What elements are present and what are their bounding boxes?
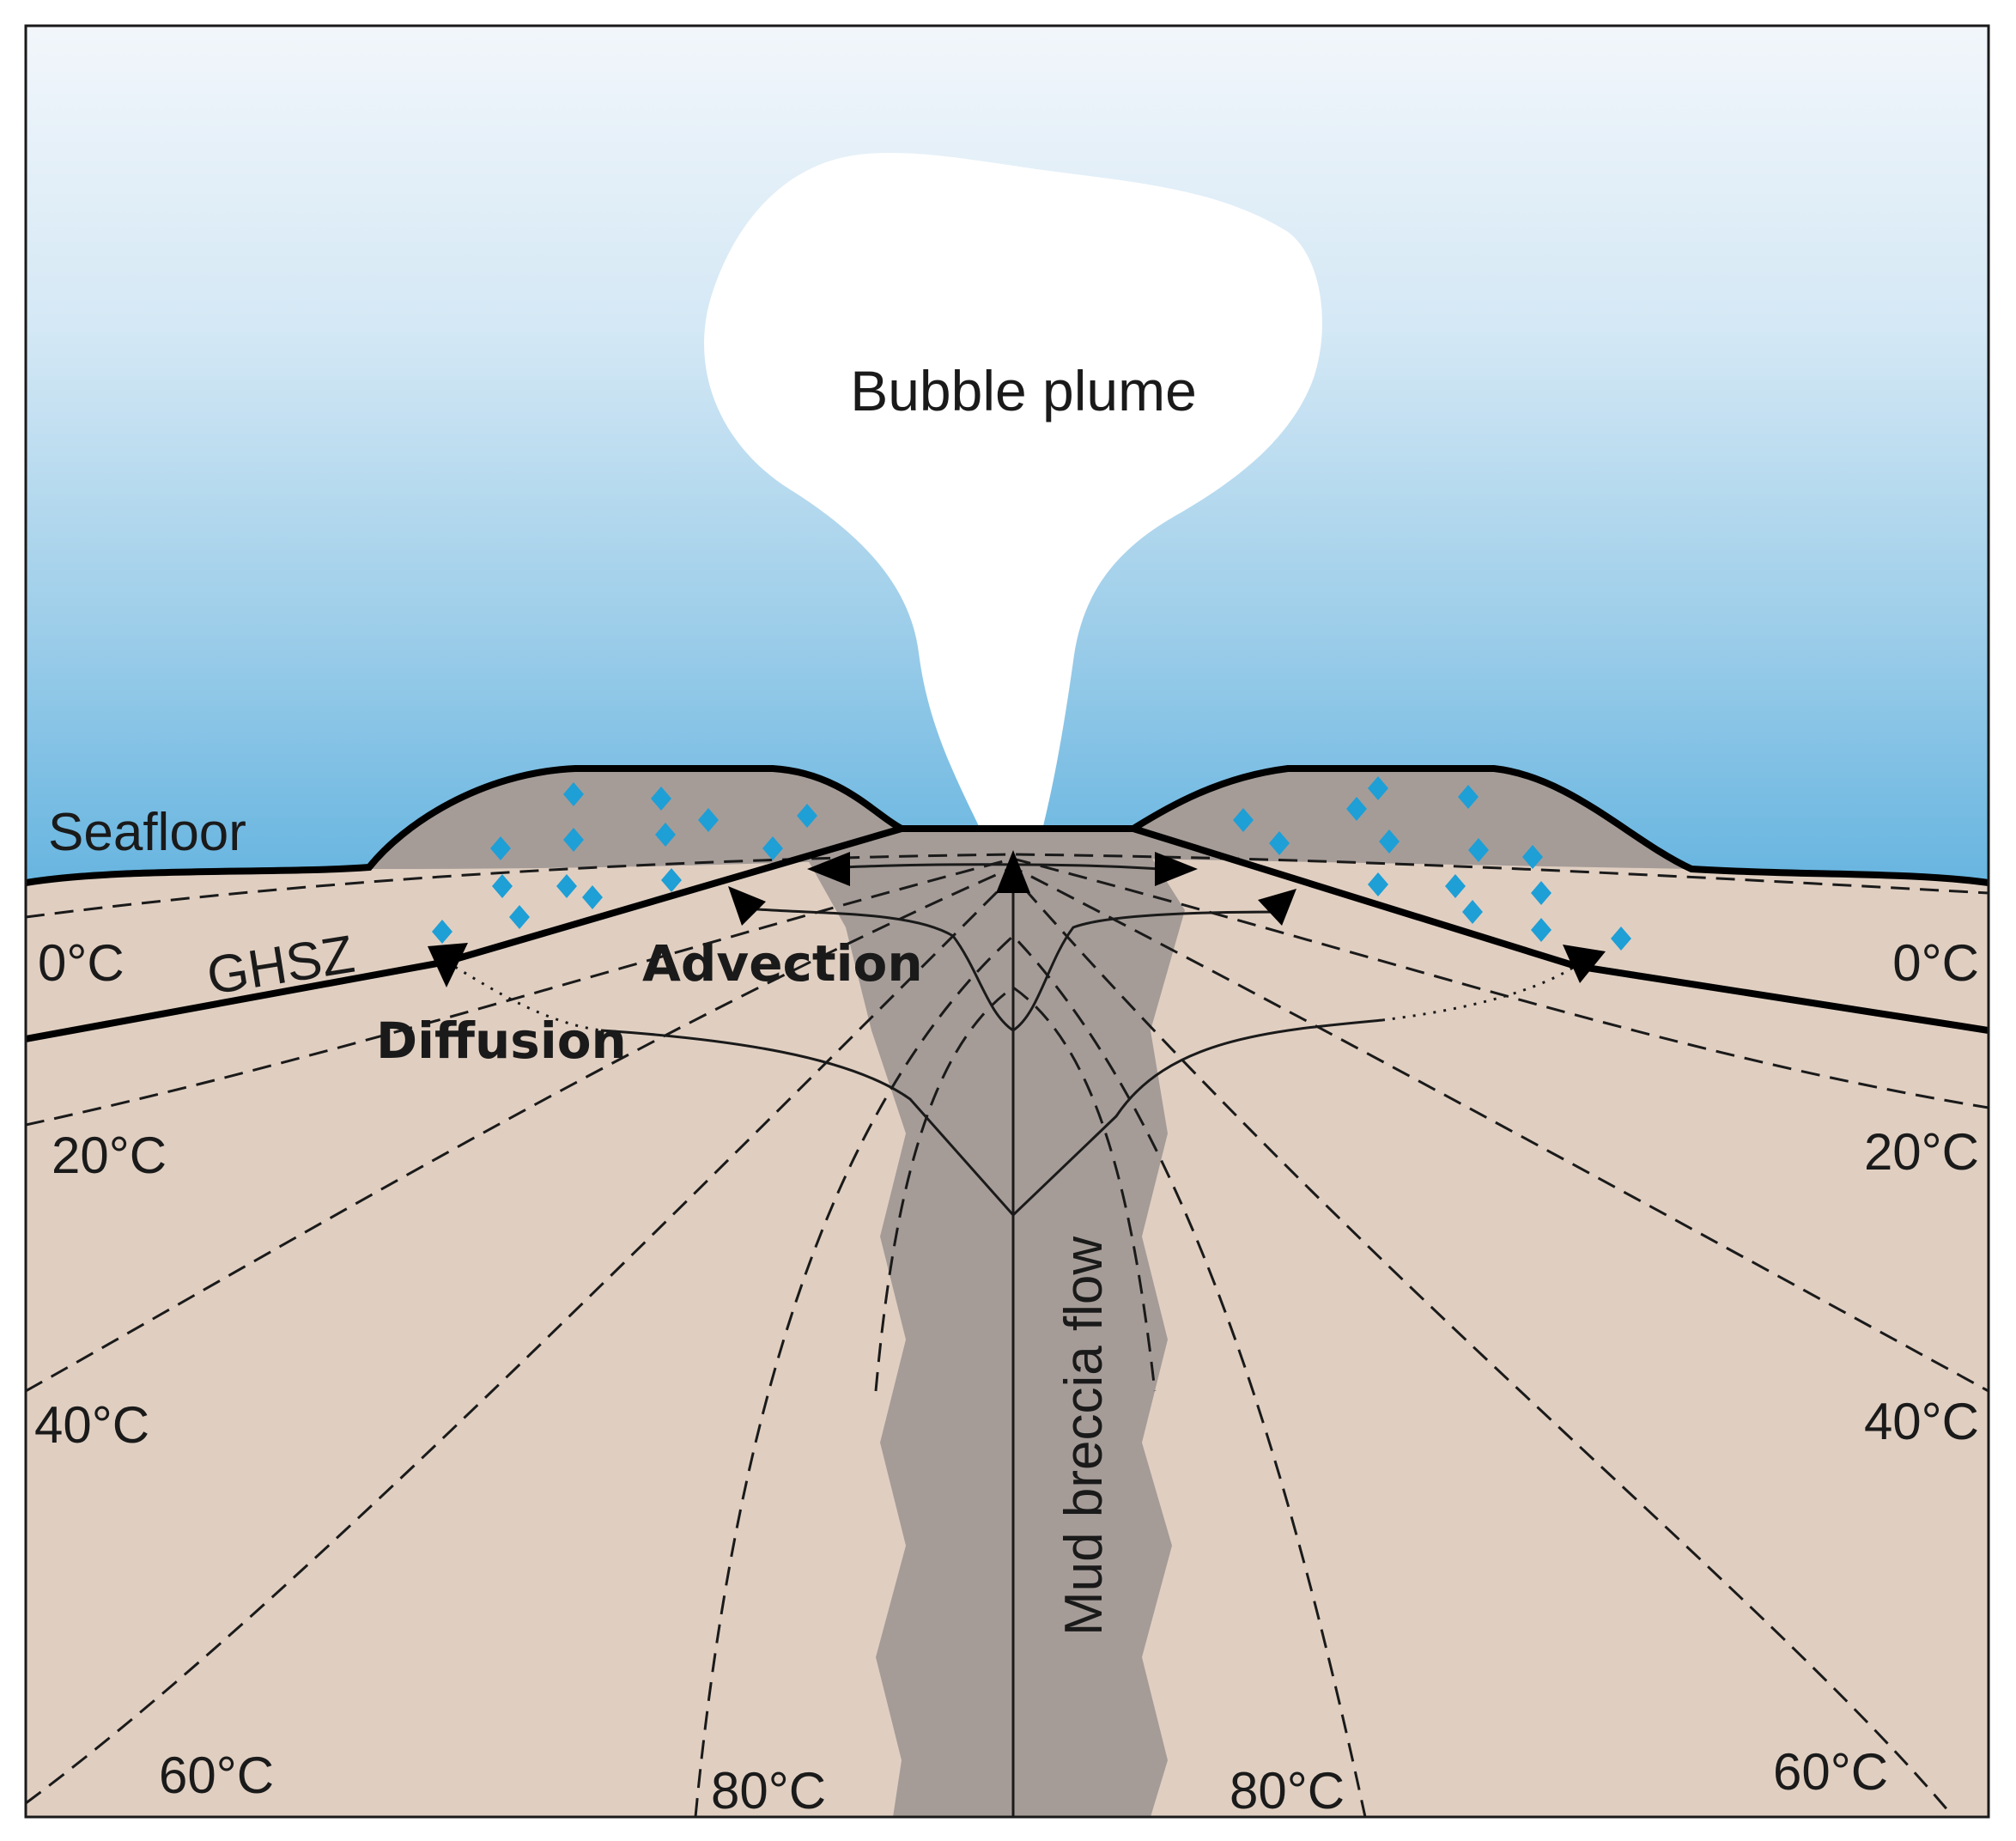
- flow-path-outer: [600, 1018, 1383, 1218]
- seafloor-line: [26, 765, 1989, 886]
- flow-path-top: [815, 863, 1160, 871]
- isotherm-label-0c-right: 0°C: [1892, 934, 1979, 992]
- bubble-plume-label: Bubble plume: [850, 359, 1197, 422]
- bubble-plume: [704, 153, 1322, 826]
- diffusion-label: Diffusion: [376, 1012, 627, 1070]
- mud-conduit: [807, 829, 1185, 1817]
- mud-breccia-flow-label: Mud breccia flow: [1054, 1236, 1114, 1636]
- arrow-left-inner: [728, 886, 766, 926]
- isotherm-label-0c-left: 0°C: [38, 934, 124, 992]
- arrow-left-ghsz: [428, 943, 468, 987]
- arrow-right-inner: [1258, 889, 1296, 926]
- isotherm-label-40c-left: 40°C: [34, 1396, 149, 1454]
- isotherm-label-80c-right: 80°C: [1230, 1762, 1345, 1820]
- isotherm-label-20c-left: 20°C: [52, 1127, 167, 1184]
- isotherm-label-60c-left: 60°C: [159, 1747, 274, 1804]
- isotherm-label-60c-right: 60°C: [1773, 1743, 1888, 1801]
- arrow-left-top: [807, 852, 850, 886]
- arrow-right-top: [1155, 852, 1198, 886]
- flow-path-inner: [746, 907, 1280, 1032]
- arrow-right-ghsz: [1563, 945, 1606, 983]
- isotherm-label-20c-right: 20°C: [1864, 1123, 1979, 1181]
- seafloor-label: Seafloor: [48, 803, 246, 862]
- advection-label: Advection: [642, 934, 923, 993]
- flow-arrowheads: [428, 850, 1606, 987]
- isotherm-label-80c-left: 80°C: [711, 1762, 826, 1820]
- frame-border: [24, 24, 1990, 1819]
- isotherm-label-40c-right: 40°C: [1864, 1393, 1979, 1450]
- arrow-up-center: [996, 850, 1030, 893]
